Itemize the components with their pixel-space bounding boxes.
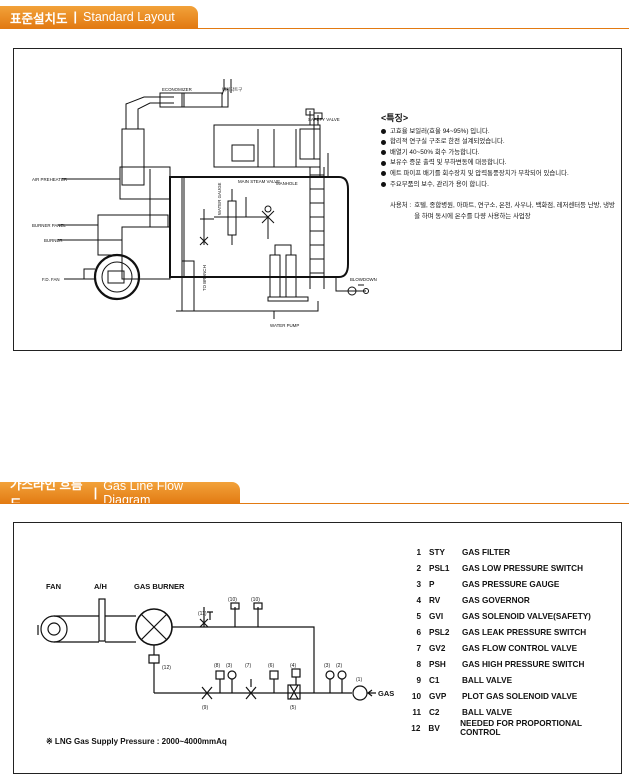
label-fd-fan: F.D. FAN [42,277,60,282]
water-gauge [227,200,237,236]
tag-3a: (3) [226,663,232,669]
gas-flow-diagram: FAN A/H GAS BURNER GAS (11) (10) (10) (1… [37,582,394,711]
features-list: <특징> 고효율 보일러(효율 94~95%) 입니다. 합리적 연구실 구조로… [381,113,613,190]
usage-text: 호텔, 종합병원, 아파트, 연구소, 온천, 사우나, 백화점, 레저센터등 … [414,202,615,220]
label-gas-burner: GAS BURNER [134,582,185,591]
feature-item: 에트 파이프 배기를 회수장치 및 압력통풍장치가 부착되어 있습니다. [381,169,613,180]
feature-item: 배열기 40~50% 회수 가능합니다. [381,148,613,159]
tag-5: (5) [290,705,296,711]
main-steam-pipe [214,197,269,239]
tag-3b: (3) [324,663,330,669]
features-title: <특징> [381,113,409,123]
label-branch: TO BRANCH [202,265,207,291]
usage-note: 사용처 : 호텔, 종합병원, 아파트, 연구소, 온천, 사우나, 백화점, … [390,201,615,222]
tag-4: (4) [290,663,296,669]
gas-line-panel: FAN A/H GAS BURNER GAS (11) (10) (10) (1… [13,522,622,774]
label-burner: BURNER [44,238,63,243]
supply-pressure-note: ※ LNG Gas Supply Pressure : 2000~4000mmA… [46,737,227,746]
tag-9: (9) [202,705,208,711]
switch-2 [337,670,347,680]
safety-valve-pipe [309,111,319,125]
title-separator: | [73,10,78,24]
tag-6: (6) [268,663,274,669]
label-gas-inlet: GAS [378,689,394,698]
label-ah: A/H [94,582,107,591]
label-burner-panel: BURNER PANEL [32,223,66,228]
gauge-3a [227,670,237,680]
label-safety-valve: SAFETY VALVE [308,117,340,122]
bullet-icon [381,182,386,188]
section-title-ko: 표준설치도 [10,11,68,26]
burner-body [121,226,171,280]
section-header-standard-layout: 표준설치도 | Standard Layout [0,6,198,28]
boiler-drum [169,176,349,278]
section-rule [0,28,629,29]
label-water-gauge: WATER GAUGE [217,182,222,215]
section-title-ko: 가스라인 흐름도 [10,478,83,511]
tag-10a: (10) [228,597,237,603]
economizer-box [159,92,185,108]
label-economizer: ECONOMIZER [162,87,192,92]
tag-7: (7) [245,663,251,669]
label-air-preheater: AIR PREHEATER [32,177,67,182]
switch-8a [215,670,225,680]
bullet-icon [381,171,386,177]
valve-5 [287,684,301,700]
label-fan: FAN [46,582,61,591]
feature-item: 주요부품의 보수, 관리가 용이 합니다. [381,180,613,191]
label-main-steam-valve: MAIN STEAM VALVE [238,179,280,184]
gas-filter-1 [352,685,368,701]
label-manhole: MANHOLE [276,181,298,186]
boiler-layout-drawing: ECONOMIZER 배기닥트구 SAFETY VALVE AIR PREHEA… [32,79,377,328]
label-blowdown: BLOWDOWN [350,277,377,282]
section-rule [0,503,629,504]
feature-item: 합리적 연구실 구조로 한전 설계되었습니다. [381,137,613,148]
feature-item: 보유수 증분 출력 및 부하변동에 대응합니다. [381,158,613,169]
access-ladder [309,167,325,289]
governor-4 [291,668,301,678]
fan-icon [40,615,68,643]
fd-fan [93,253,141,301]
valve-9 [201,686,213,700]
economizer-stack [121,128,145,186]
usage-label: 사용처 : [390,202,412,209]
title-separator: | [93,486,98,500]
tag-2: (2) [336,663,342,669]
steam-header [213,124,321,168]
bullet-icon [381,160,386,166]
bullet-icon [381,150,386,156]
air-heater-icon [98,598,106,642]
air-preheater [119,166,171,200]
bullet-icon [381,139,386,145]
tag-11: (11) [198,611,207,617]
tag-8: (8) [214,663,220,669]
gauge-3b [325,670,335,680]
label-exhaust: 배기닥트구 [222,86,242,93]
label-water-pump: WATER PUMP [270,323,299,328]
switch-6 [269,670,279,680]
tag-12: (12) [162,665,171,671]
valve-7 [245,686,257,700]
section-header-gas-line: 가스라인 흐름도 | Gas Line Flow Diagram [0,478,240,511]
section-title-en: Standard Layout [83,10,175,24]
tag-1: (1) [356,677,362,683]
feature-item: 고효율 보일러(효율 94~95%) 입니다. [381,127,613,138]
bullet-icon [381,129,386,135]
standard-layout-panel: ECONOMIZER 배기닥트구 SAFETY VALVE AIR PREHEA… [13,48,622,351]
tag-10b: (10) [251,597,260,603]
